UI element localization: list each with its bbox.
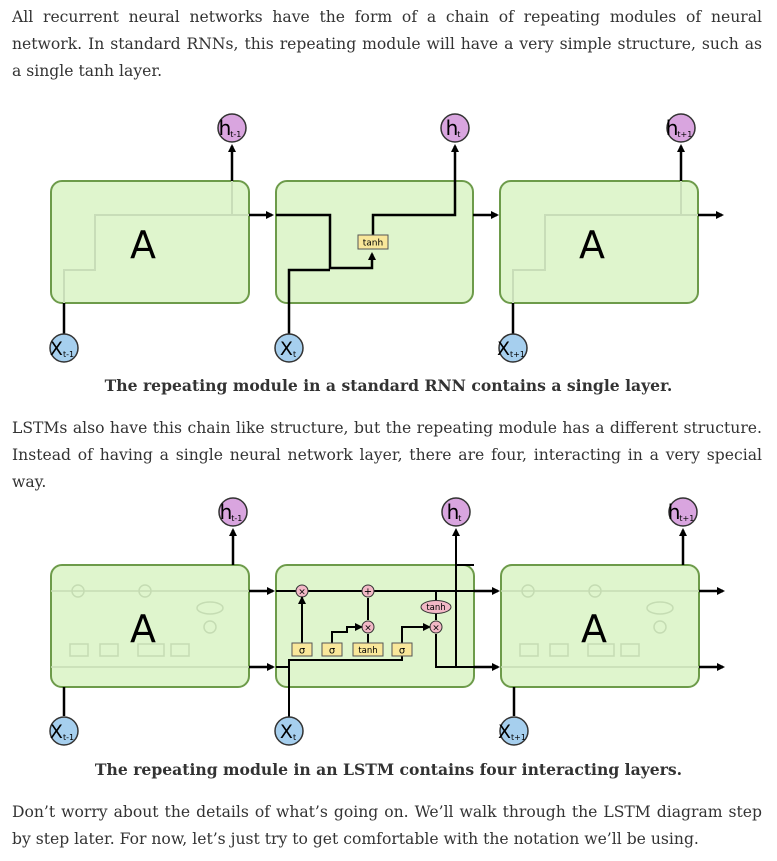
rnn-input-path: [287, 268, 330, 334]
rnn-block-label-next: A: [579, 223, 605, 267]
svg-text:σ: σ: [399, 646, 406, 657]
svg-text:tanh: tanh: [358, 646, 377, 656]
rnn-faint-wiring: [63, 181, 698, 303]
rnn-output-path: [371, 144, 459, 235]
notation-paragraph: Don’t worry about the details of what’s …: [12, 803, 762, 848]
svg-text:ht-1: ht-1: [219, 116, 242, 140]
lstm-block-current: [275, 564, 475, 688]
svg-text:σ: σ: [329, 646, 336, 657]
output-node-h-t: ht: [440, 113, 470, 143]
lstm-intro-paragraph: LSTMs also have this chain like structur…: [12, 419, 762, 491]
svg-text:Xt+1: Xt+1: [497, 338, 525, 360]
svg-text:×: ×: [298, 588, 306, 598]
svg-text:tanh: tanh: [426, 603, 445, 613]
rnn-tanh-layer: [357, 234, 389, 250]
svg-text:ht-1: ht-1: [220, 500, 243, 524]
intro-paragraph: All recurrent neural networks have the f…: [12, 8, 762, 80]
svg-text:ht+1: ht+1: [668, 500, 695, 524]
cell-add-op: +: [361, 584, 375, 598]
lstm-block-label-next: A: [581, 607, 607, 651]
lstm-faint-wiring: [51, 584, 699, 668]
lstm-block-label-prev: A: [130, 607, 156, 651]
svg-text:σ: σ: [299, 646, 306, 657]
rnn-block-prev: [50, 180, 250, 304]
lstm-chain-diagram: A A σ σ tanh: [49, 497, 725, 746]
svg-text:Xt: Xt: [280, 338, 296, 360]
pointwise-tanh-op: tanh: [420, 600, 452, 614]
svg-text:Xt+1: Xt+1: [498, 721, 526, 743]
input-node-x-t-plus-1: Xt+1: [497, 333, 528, 363]
rnn-tanh-label: tanh: [363, 239, 383, 249]
svg-text:Xt-1: Xt-1: [50, 721, 74, 743]
svg-text:×: ×: [364, 624, 372, 634]
output-multiply-op: ×: [429, 620, 443, 634]
svg-text:+: +: [364, 587, 372, 598]
input-node-x-t-minus-1: Xt-1: [49, 333, 79, 363]
input-node-x-t: Xt: [274, 333, 304, 363]
rnn-block-next: [499, 180, 699, 304]
rnn-hidden-path: [276, 213, 376, 270]
forget-multiply-op: ×: [295, 584, 309, 598]
lstm-output-node-h-t-plus-1: ht+1: [668, 497, 698, 527]
svg-text:×: ×: [432, 624, 440, 634]
lstm-input-node-x-t: Xt: [274, 716, 304, 746]
rnn-block-label-prev: A: [130, 223, 156, 267]
rnn-figure-caption: The repeating module in a standard RNN c…: [104, 376, 673, 395]
svg-text:Xt-1: Xt-1: [50, 338, 74, 360]
lstm-output-node-h-t: ht: [441, 497, 471, 527]
lstm-input-node-x-t-minus-1: Xt-1: [49, 716, 79, 746]
output-gate-layer: σ: [391, 642, 413, 657]
rnn-chain-diagram: A A tanh ht-1 ht ht+1 Xt-1 Xt: [49, 113, 724, 363]
svg-text:Xt: Xt: [280, 721, 296, 743]
svg-text:ht: ht: [447, 500, 462, 524]
lstm-input-node-x-t-plus-1: Xt+1: [498, 716, 529, 746]
forget-gate-layer: σ: [291, 642, 313, 657]
lstm-figure-caption: The repeating module in an LSTM contains…: [94, 760, 683, 779]
svg-text:ht: ht: [446, 116, 461, 140]
lstm-output-node-h-t-minus-1: ht-1: [218, 497, 248, 527]
output-node-h-t-plus-1: ht+1: [666, 113, 696, 143]
candidate-tanh-layer: tanh: [352, 642, 384, 657]
output-node-h-t-minus-1: ht-1: [217, 113, 247, 143]
svg-text:ht+1: ht+1: [666, 116, 693, 140]
input-multiply-op: ×: [361, 620, 375, 634]
input-gate-layer: σ: [321, 642, 343, 657]
